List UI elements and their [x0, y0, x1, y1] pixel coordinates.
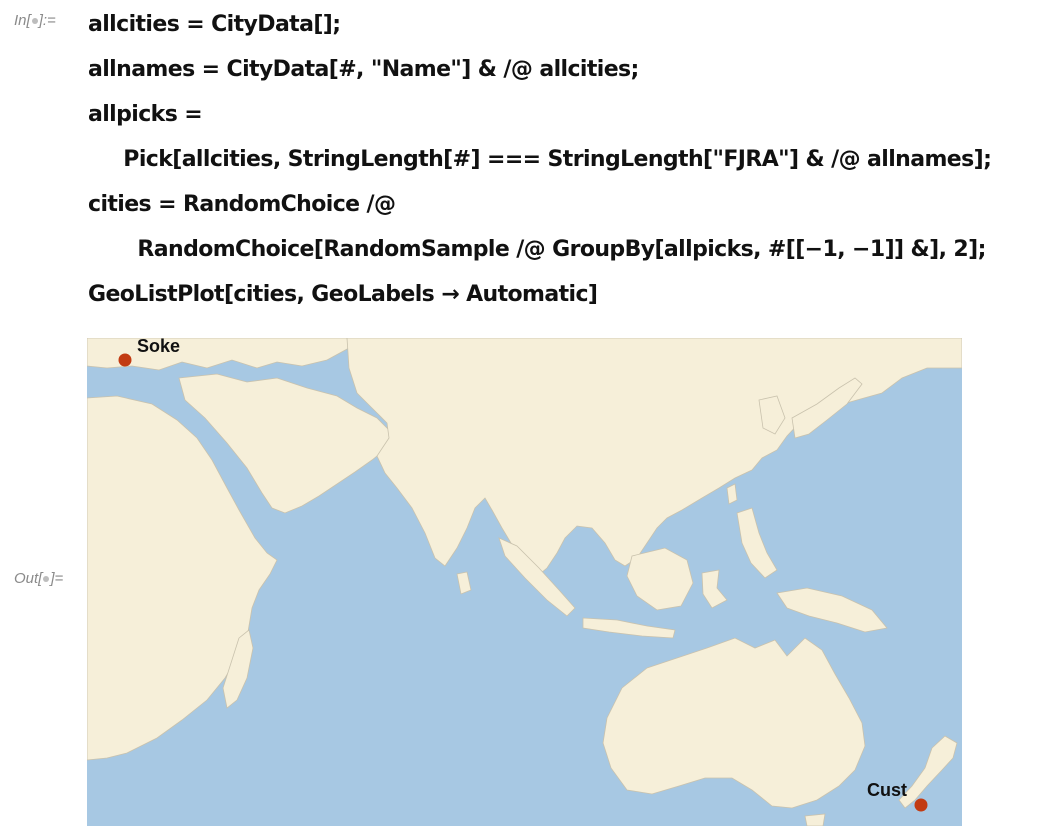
land-new-zealand — [898, 735, 958, 809]
input-cell-label: In[]:= — [14, 12, 56, 29]
code-line: GeoListPlot[cities, GeoLabels → Automati… — [88, 282, 598, 307]
map-svg: Soke Cust — [87, 338, 962, 826]
land-tasmania — [804, 813, 826, 826]
land-taiwan — [726, 483, 738, 505]
code-input-cell[interactable]: allcities = CityData[]; allnames = CityD… — [88, 2, 1056, 317]
cell-dot-icon — [31, 18, 38, 25]
land-madagascar — [222, 629, 254, 709]
output-cell-label: Out[]= — [14, 570, 64, 587]
code-line: allpicks = — [88, 102, 203, 127]
land-sulawesi — [701, 569, 728, 609]
land-sumatra — [498, 537, 576, 617]
land-borneo — [626, 547, 694, 611]
land-japan — [791, 377, 863, 439]
code-line: allcities = CityData[]; — [88, 12, 341, 37]
land-korea — [758, 395, 786, 435]
land-europe — [87, 338, 350, 371]
city-label-soke: Soke — [137, 338, 180, 356]
city-marker-cust[interactable] — [914, 798, 928, 812]
code-line: Pick[allcities, StringLength[#] === Stri… — [88, 147, 992, 172]
code-line: allnames = CityData[#, "Name"] & /@ allc… — [88, 57, 639, 82]
land-middle-east — [178, 373, 393, 514]
land-sri-lanka — [456, 571, 472, 595]
code-line: cities = RandomChoice /@ — [88, 192, 396, 217]
land-australia — [602, 637, 866, 809]
land-new-guinea — [776, 587, 888, 633]
land-philippines — [736, 507, 778, 579]
land-java — [582, 617, 676, 639]
city-label-cust: Cust — [867, 780, 907, 800]
city-marker-soke[interactable] — [118, 353, 132, 367]
cell-dot-icon — [43, 576, 50, 583]
code-line: RandomChoice[RandomSample /@ GroupBy[all… — [88, 237, 986, 262]
geo-list-plot[interactable]: Soke Cust — [87, 338, 962, 826]
